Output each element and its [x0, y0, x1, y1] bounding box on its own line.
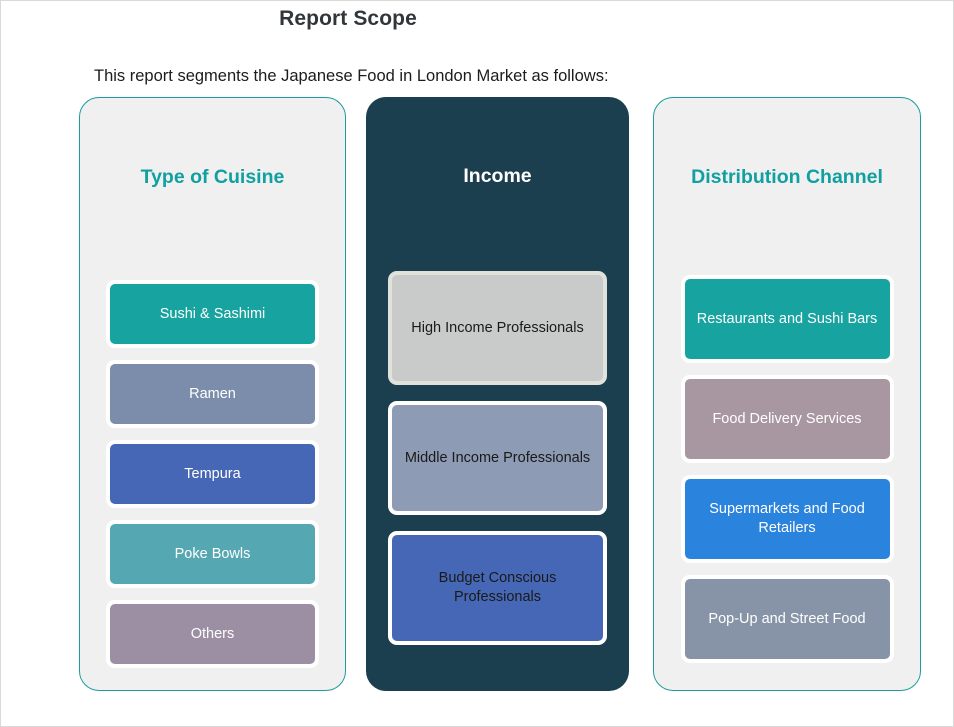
segment-card-label: Supermarkets and Food Retailers	[709, 501, 865, 536]
segment-card-label: Middle Income Professionals	[404, 449, 591, 466]
segment-card[interactable]: Poke Bowls	[106, 520, 319, 588]
segment-card[interactable]: Food Delivery Services	[680, 375, 894, 463]
segment-card[interactable]: Tempura	[106, 440, 319, 508]
segment-card[interactable]: Others	[106, 600, 319, 668]
page-title: Report Scope	[279, 7, 417, 30]
segment-card-label: High Income Professionals	[411, 319, 584, 336]
card-stack-distribution-channel: Restaurants and Sushi Bars Food Delivery…	[654, 275, 920, 675]
segment-card-label: Pop-Up and Street Food	[708, 610, 866, 627]
segment-card-label: Restaurants and Sushi Bars	[696, 310, 878, 327]
segment-card[interactable]: Pop-Up and Street Food	[680, 575, 894, 663]
segment-card-label: Ramen	[189, 385, 236, 402]
segment-card[interactable]: High Income Professionals	[388, 271, 607, 385]
segment-card-label: Sushi & Sashimi	[159, 305, 266, 322]
panel-heading-type-of-cuisine: Type of Cuisine	[140, 166, 285, 188]
segment-panel-income: Income High Income Professionals Middle …	[366, 97, 629, 691]
segment-card-label: Tempura	[184, 465, 241, 482]
panel-heading-income: Income	[463, 165, 532, 187]
segment-card-label: Food Delivery Services	[712, 410, 862, 427]
card-stack-type-of-cuisine: Sushi & Sashimi Ramen Tempura Poke Bowls…	[80, 280, 345, 680]
segment-card[interactable]: Middle Income Professionals	[388, 401, 607, 515]
segment-card[interactable]: Ramen	[106, 360, 319, 428]
segment-card-label: Poke Bowls	[174, 545, 251, 562]
segment-card[interactable]: Restaurants and Sushi Bars	[680, 275, 894, 363]
segment-panel-distribution-channel: Distribution Channel Restaurants and Sus…	[653, 97, 921, 691]
segment-panel-type-of-cuisine: Type of Cuisine Sushi & Sashimi Ramen Te…	[79, 97, 346, 691]
panel-heading-distribution-channel: Distribution Channel	[691, 166, 883, 188]
card-stack-income: High Income Professionals Middle Income …	[366, 271, 629, 661]
segment-card[interactable]: Supermarkets and Food Retailers	[680, 475, 894, 563]
segment-card-label: Others	[190, 625, 235, 642]
page-subtitle: This report segments the Japanese Food i…	[94, 67, 609, 85]
segment-card-label: Budget Conscious Professionals	[438, 570, 557, 605]
segment-card[interactable]: Budget Conscious Professionals	[388, 531, 607, 645]
segment-card[interactable]: Sushi & Sashimi	[106, 280, 319, 348]
